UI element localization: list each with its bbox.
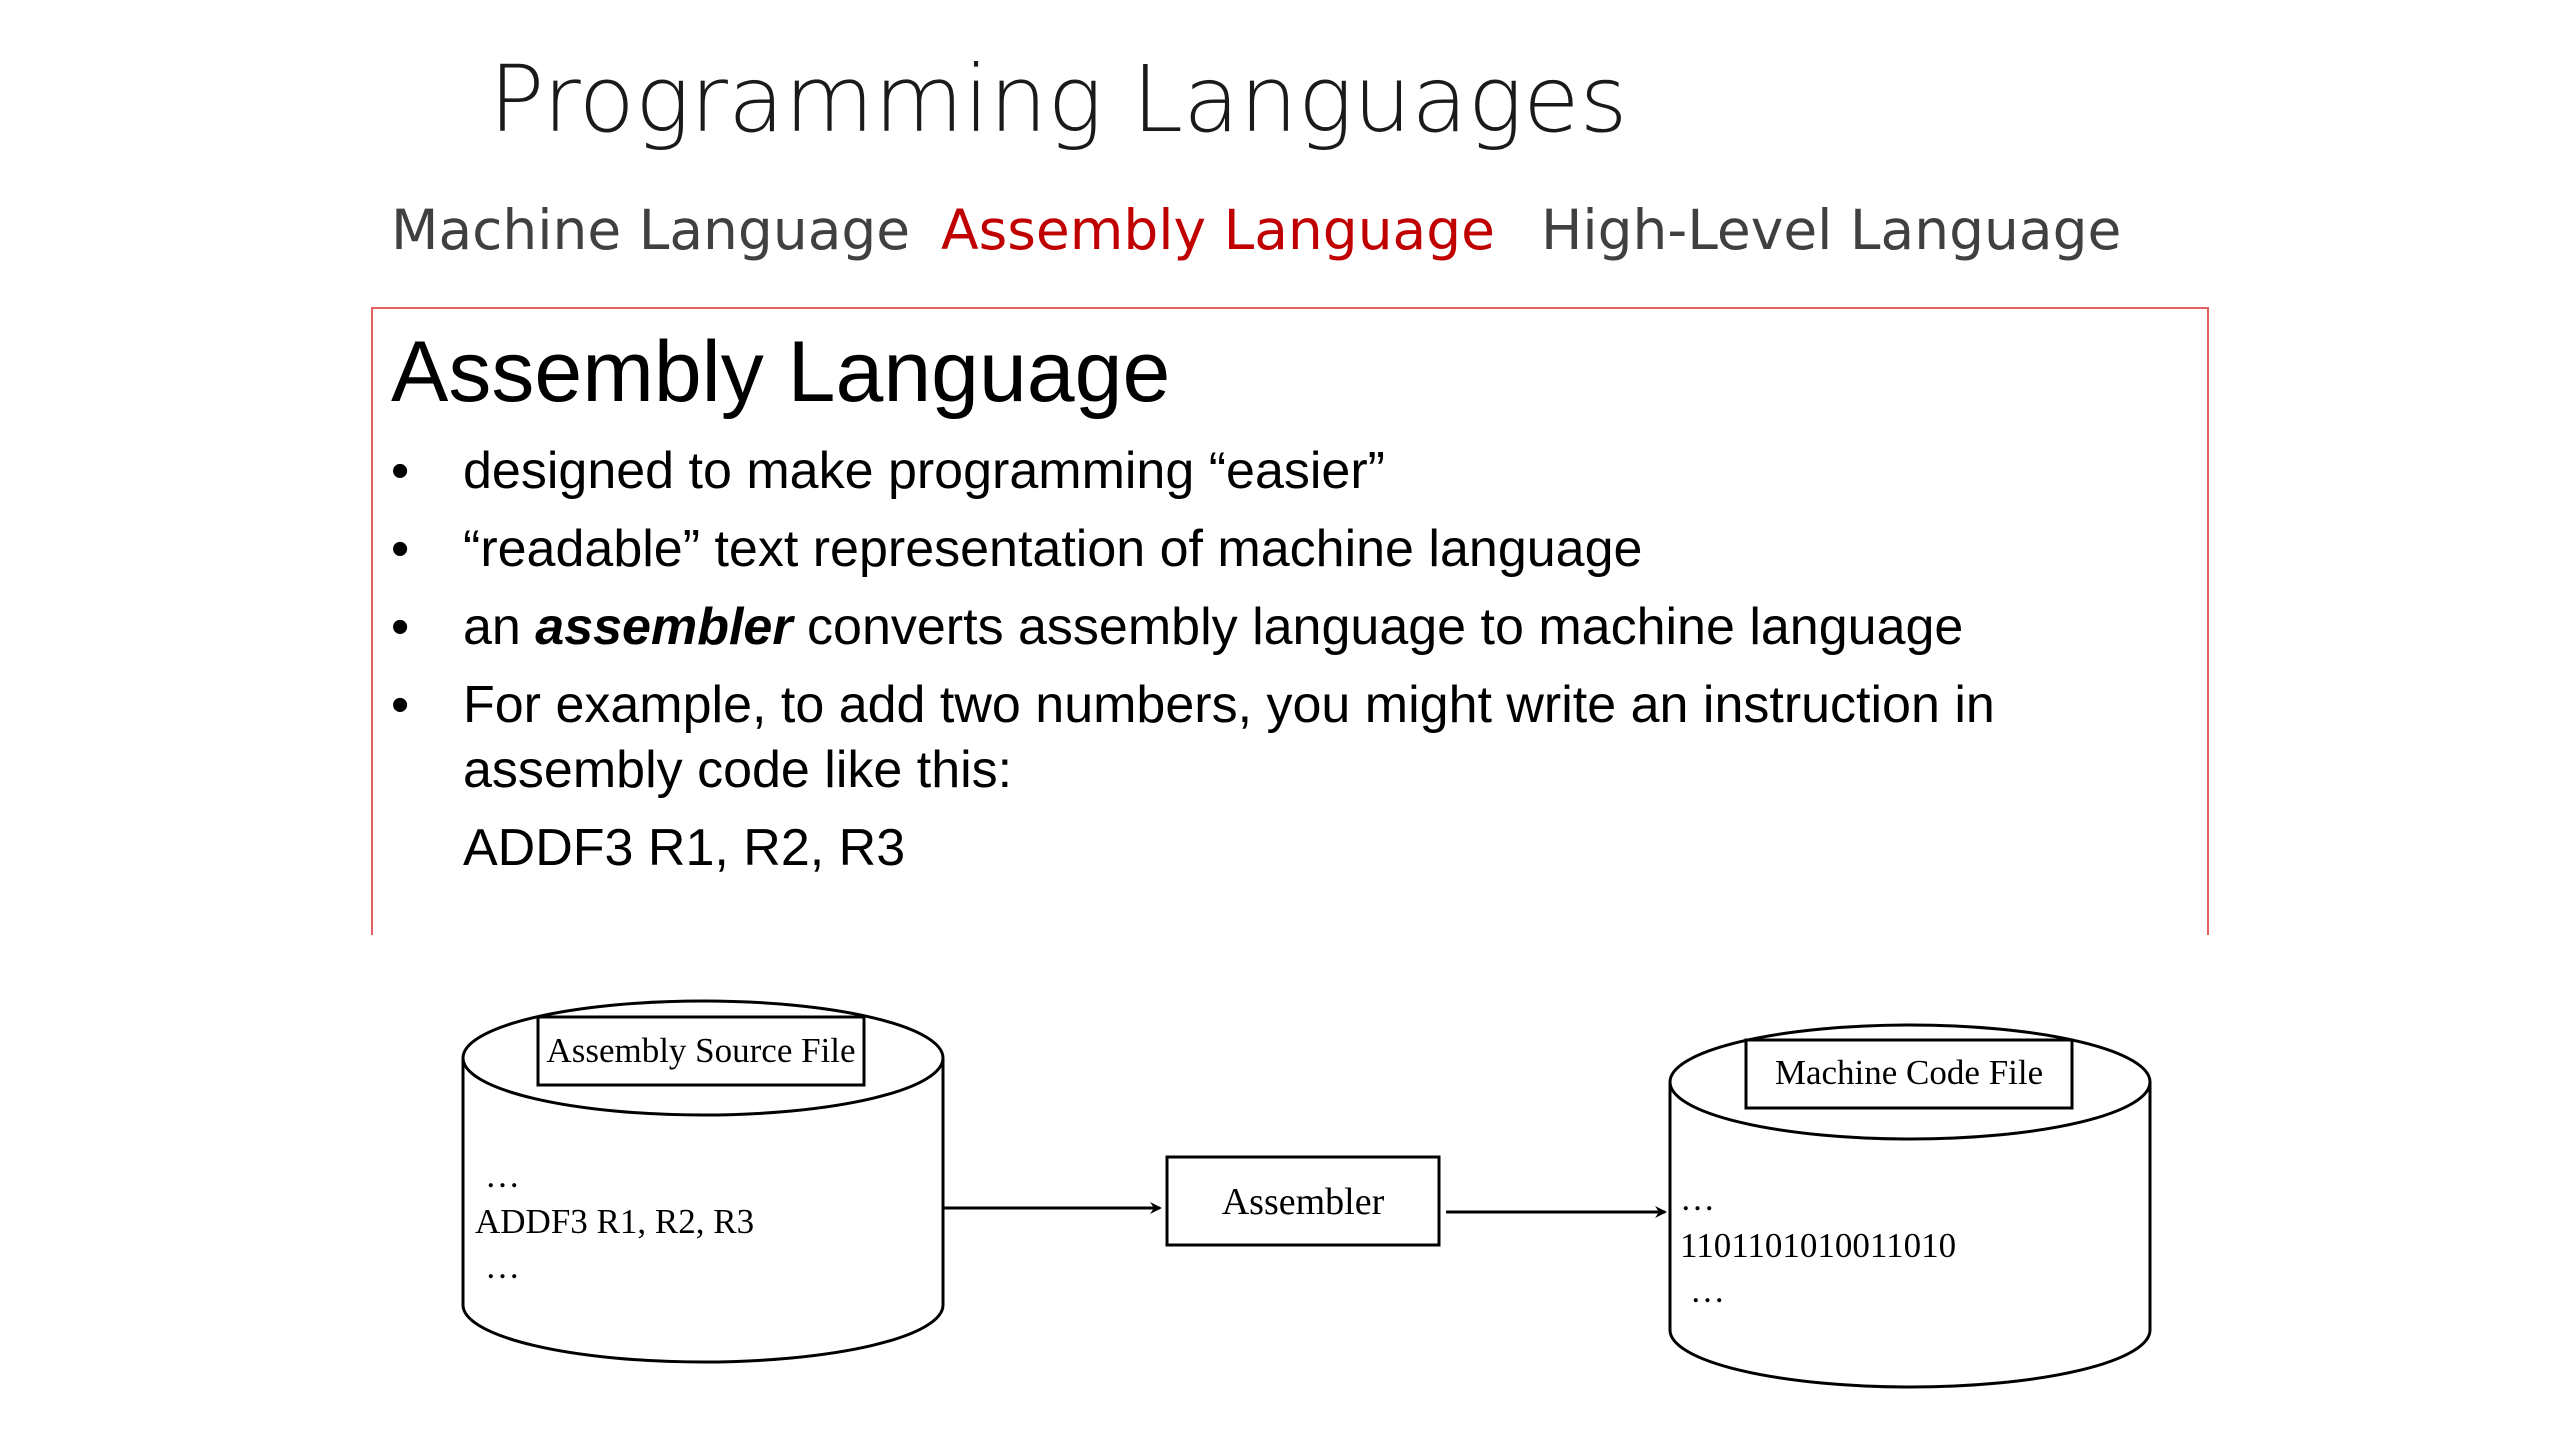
content-box (371, 307, 2209, 935)
assembler-label: Assembler (1222, 1181, 1385, 1223)
machine-file-line: … (1690, 1271, 1725, 1310)
bullet-3: an assembler converts assembly language … (463, 594, 1963, 660)
bullet-dot: • (391, 676, 410, 734)
bullet-2: “readable” text representation of machin… (463, 520, 1643, 578)
section-heading: Assembly Language (391, 324, 1171, 420)
assembler-emphasis: assembler (535, 598, 793, 656)
machine-file-line: … (1680, 1179, 1715, 1218)
bullet-dot: • (391, 520, 410, 578)
source-file-label-box (536, 1015, 866, 1087)
machine-file-line: 1101101010011010 (1680, 1226, 1956, 1265)
tab-high-level-language[interactable]: High-Level Language (1541, 198, 2122, 262)
bullet-1: designed to make programming “easier” (463, 442, 1385, 500)
source-file-line: … (485, 1156, 520, 1195)
source-file-label: Assembly Source File (546, 1031, 855, 1070)
assembler-box: Assembler (1165, 1155, 1441, 1247)
page-title: Programming Languages (489, 46, 1628, 153)
source-file-line: … (485, 1247, 520, 1286)
bullet-dot: • (391, 598, 410, 656)
bullet-4-line-1: For example, to add two numbers, you mig… (463, 676, 1995, 734)
machine-file-label: Machine Code File (1775, 1053, 2043, 1092)
machine-file-cylinder: Machine Code File … 1101101010011010 … (1668, 1023, 2152, 1389)
bullet-4-line-2: assembly code like this: (463, 741, 1013, 799)
source-file-line: ADDF3 R1, R2, R3 (475, 1202, 754, 1241)
machine-file-label-box (1744, 1038, 2074, 1110)
source-file-cylinder: Assembly Source File … ADDF3 R1, R2, R3 … (461, 999, 945, 1364)
tab-machine-language[interactable]: Machine Language (391, 198, 911, 262)
tab-assembly-language[interactable]: Assembly Language (941, 198, 1496, 262)
code-example: ADDF3 R1, R2, R3 (463, 819, 906, 877)
bullet-dot: • (391, 442, 410, 500)
bullet-3-prefix: an (463, 598, 536, 656)
bullet-3-suffix: converts assembly language to machine la… (792, 598, 1964, 656)
